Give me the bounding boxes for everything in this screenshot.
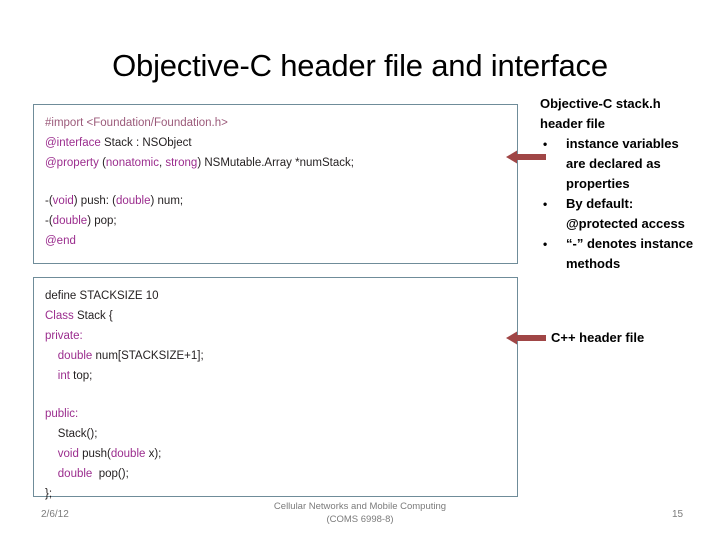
- code-keyword: @property: [45, 157, 99, 169]
- code-keyword: #import <Foundation/Foundation.h>: [45, 117, 228, 129]
- bullet-text: @protected access: [566, 216, 685, 231]
- footer-page-number: 15: [672, 509, 684, 520]
- code-text: Stack : NSObject: [100, 137, 192, 149]
- code-text: };: [45, 488, 53, 500]
- code-text: (: [98, 157, 106, 169]
- code-line: -(void) push: (double) num;: [45, 191, 517, 211]
- code-keyword: void: [52, 195, 74, 207]
- code-keyword: nonatomic: [105, 157, 159, 169]
- code-text: [45, 468, 58, 480]
- code-line: @property (nonatomic, strong) NSMutable.…: [45, 153, 517, 173]
- bullet-continuation: methods: [540, 254, 720, 274]
- code-line: void push(double x);: [45, 444, 517, 464]
- code-keyword: double: [110, 448, 146, 460]
- bullet-continuation: properties: [540, 174, 720, 194]
- code-keyword: @interface: [45, 137, 101, 149]
- cpp-code-block: define STACKSIZE 10 Class Stack { private:…: [33, 277, 518, 500]
- code-text: Stack();: [45, 428, 98, 440]
- objc-annotation-heading-line1: Objective-C stack.h: [540, 96, 661, 111]
- code-line: double num[STACKSIZE+1];: [45, 346, 517, 366]
- code-line: public:: [45, 404, 517, 424]
- code-text: [45, 370, 58, 382]
- footer-course: Cellular Networks and Mobile Computing (…: [210, 500, 510, 526]
- code-line: #import <Foundation/Foundation.h>: [45, 113, 517, 133]
- code-line: @interface Stack : NSObject: [45, 133, 517, 153]
- bullet-item: • “-” denotes instance: [540, 234, 720, 254]
- code-keyword: double: [115, 195, 151, 207]
- footer-course-line1: Cellular Networks and Mobile Computing: [273, 501, 447, 512]
- code-text: x);: [145, 448, 162, 460]
- bullet-continuation: are declared as: [540, 154, 720, 174]
- objc-annotation-bullet-list: • instance variables are declared as proper…: [540, 134, 720, 274]
- bullet-text: instance variables: [566, 136, 679, 151]
- cpp-annotation-label: C++ header file: [551, 330, 645, 345]
- code-keyword: double: [57, 468, 93, 480]
- objc-annotation: Objective-C stack.h header file • instanc…: [540, 94, 720, 274]
- bullet-point-icon: •: [543, 237, 548, 251]
- code-text: ,: [158, 157, 166, 169]
- code-text: ) num;: [150, 195, 184, 207]
- code-line: @end: [45, 231, 517, 251]
- code-text: ) pop;: [87, 215, 117, 227]
- code-line: [45, 386, 517, 404]
- bullet-item: • By default:: [540, 194, 720, 214]
- left-arrow-icon-objc: [506, 149, 546, 170]
- code-line: int top;: [45, 366, 517, 386]
- bullet-text: are declared as: [566, 156, 661, 171]
- code-keyword: public:: [45, 408, 79, 420]
- code-line: define STACKSIZE 10: [45, 286, 517, 306]
- left-arrow-icon-cpp: [506, 330, 546, 351]
- code-text: pop();: [92, 468, 129, 480]
- bullet-point-icon: •: [543, 197, 548, 211]
- objc-annotation-heading-line2: header file: [540, 116, 606, 131]
- code-text: push(: [78, 448, 111, 460]
- code-keyword: private:: [45, 330, 83, 342]
- page-title: Objective-C header file and interface: [112, 48, 608, 83]
- footer-course-line2: (COMS 6998-8): [326, 514, 394, 525]
- code-line: double pop();: [45, 464, 517, 484]
- code-keyword: Class: [45, 310, 74, 322]
- code-text: ) push: (: [73, 195, 116, 207]
- code-keyword: void: [57, 448, 79, 460]
- bullet-continuation: @protected access: [540, 214, 720, 234]
- code-line: [45, 173, 517, 191]
- code-line: Stack();: [45, 424, 517, 444]
- bullet-text: “-” denotes instance: [566, 236, 694, 251]
- code-keyword: double: [52, 215, 88, 227]
- code-keyword: int: [57, 370, 70, 382]
- bullet-item: • instance variables: [540, 134, 720, 154]
- bullet-text: methods: [566, 256, 621, 271]
- code-text: [45, 350, 58, 362]
- code-text: -(: [45, 215, 53, 227]
- bullet-point-icon: •: [543, 137, 548, 151]
- bullet-text: properties: [566, 176, 630, 191]
- code-line: };: [45, 484, 517, 504]
- code-text: num[STACKSIZE+1];: [92, 350, 204, 362]
- code-keyword: strong: [165, 157, 198, 169]
- code-line: -(double) pop;: [45, 211, 517, 231]
- code-keyword: @end: [45, 235, 76, 247]
- code-text: define STACKSIZE 10: [45, 290, 159, 302]
- code-text: top;: [69, 370, 93, 382]
- objective-c-code-block: #import <Foundation/Foundation.h> @interf…: [33, 104, 518, 264]
- code-keyword: double: [57, 350, 93, 362]
- code-text: [45, 448, 58, 460]
- code-text: -(: [45, 195, 53, 207]
- code-text: Stack {: [73, 310, 113, 322]
- footer-date: 2/6/12: [41, 509, 69, 520]
- code-line: Class Stack {: [45, 306, 517, 326]
- bullet-text: By default:: [566, 196, 634, 211]
- code-text: ) NSMutable.Array *numStack;: [197, 157, 354, 169]
- code-line: private:: [45, 326, 517, 346]
